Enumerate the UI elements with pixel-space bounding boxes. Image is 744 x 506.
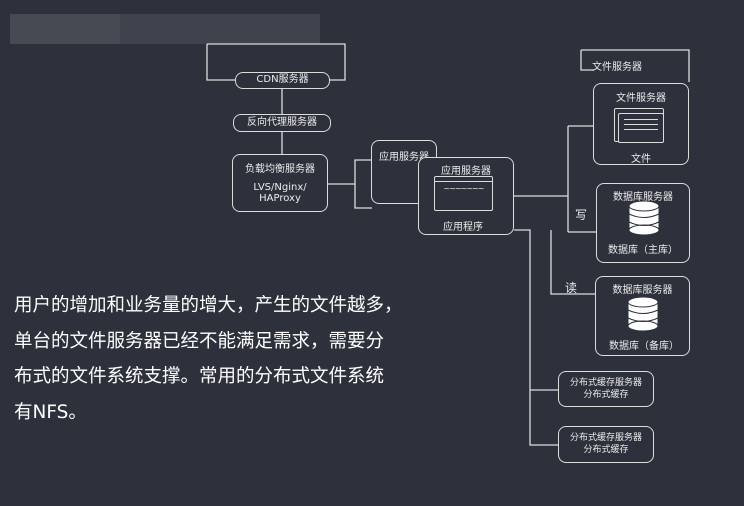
caption-paragraph: 用户的增加和业务量的增大，产生的文件越多， 单台的文件服务器已经不能满足需求，需… bbox=[14, 288, 454, 430]
db-server-slave-label: 数据库服务器 bbox=[612, 285, 673, 296]
caption-line-3: 布式的文件系统支撑。常用的分布式文件系统 bbox=[14, 366, 385, 387]
write-label: 写 bbox=[575, 208, 588, 222]
caption-line-1: 用户的增加和业务量的增大，产生的文件越多， bbox=[14, 295, 403, 316]
blurred-header bbox=[10, 14, 120, 44]
caption-line-2: 单台的文件服务器已经不能满足需求，需要分 bbox=[14, 330, 385, 352]
app-program-label: 应用程序 bbox=[443, 222, 483, 233]
app-server-back-label: 应用服务器 bbox=[379, 152, 429, 163]
read-label: 读 bbox=[565, 281, 578, 295]
cdn-server: CDN服务器 bbox=[235, 72, 330, 89]
db-master-label: 数据库（主库） bbox=[608, 245, 678, 256]
reverse-proxy-server: 反向代理服务器 bbox=[233, 114, 331, 132]
app-server-front-label: 应用服务器 bbox=[441, 166, 491, 177]
db-server-master-label: 数据库服务器 bbox=[613, 192, 673, 203]
cache-2-line1: 分布式缓存服务器 bbox=[569, 433, 642, 443]
distributed-cache-server-2: 分布式缓存服务器 分布式缓存 bbox=[558, 426, 654, 463]
file-server-outer-label: 文件服务器 bbox=[592, 62, 642, 73]
load-balancer-line2: HAProxy bbox=[259, 193, 301, 204]
app-program-code: ~~~~~~~ bbox=[443, 184, 485, 193]
cache-2-line2: 分布式缓存 bbox=[583, 445, 629, 455]
caption-line-4: 有NFS。 bbox=[14, 401, 87, 423]
cdn-server-label: CDN服务器 bbox=[256, 74, 309, 85]
reverse-proxy-label: 反向代理服务器 bbox=[247, 117, 317, 128]
file-server-inner-label: 文件服务器 bbox=[616, 93, 666, 104]
blurred-header-right bbox=[120, 14, 320, 44]
load-balancer-line1: LVS/Nginx/ bbox=[253, 182, 307, 193]
db-server-master: 数据库服务器 bbox=[596, 183, 690, 263]
db-slave-label: 数据库（备库） bbox=[609, 341, 679, 352]
cache-1-line2: 分布式缓存 bbox=[583, 390, 629, 400]
cache-1-line1: 分布式缓存服务器 bbox=[569, 378, 642, 388]
app-program-window: ~~~~~~~ bbox=[434, 176, 493, 211]
app-program-titlebar bbox=[435, 177, 492, 182]
file-stack-icon-front bbox=[618, 113, 664, 143]
distributed-cache-server-1: 分布式缓存服务器 分布式缓存 bbox=[558, 371, 654, 407]
file-label: 文件 bbox=[631, 154, 651, 165]
load-balancer-server: 负载均衡服务器 LVS/Nginx/ HAProxy bbox=[232, 154, 328, 212]
load-balancer-title: 负载均衡服务器 bbox=[245, 164, 315, 175]
